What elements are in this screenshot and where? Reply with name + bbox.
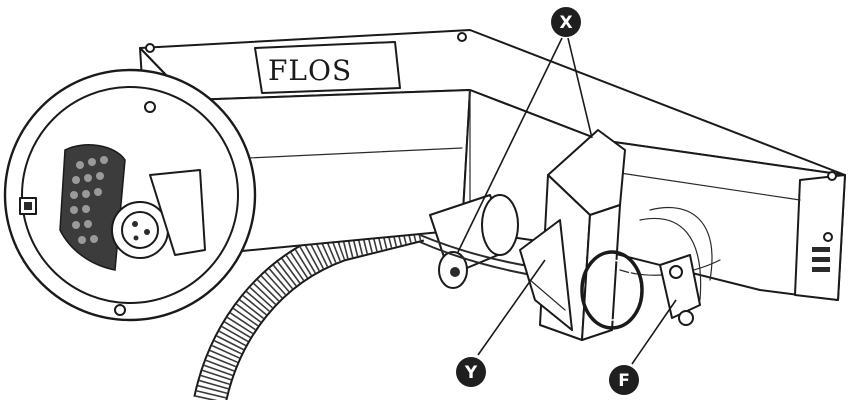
corrugated-conduit <box>193 208 425 400</box>
callout-y-label: Y <box>464 363 478 383</box>
strain-relief-bracket <box>519 129 626 341</box>
callout-y: Y <box>456 259 546 387</box>
callout-x: X <box>457 7 593 253</box>
cable-clamp <box>659 254 701 326</box>
callout-f: F <box>609 299 677 395</box>
socket-cap <box>3 68 257 322</box>
cable-gland <box>429 194 519 289</box>
brand-logo-text: FLOS <box>268 54 352 87</box>
brand-logo-plate: FLOS <box>254 41 401 94</box>
cable-loop <box>580 250 644 330</box>
callout-f-label: F <box>618 371 630 391</box>
callout-x-label: X <box>559 13 572 33</box>
